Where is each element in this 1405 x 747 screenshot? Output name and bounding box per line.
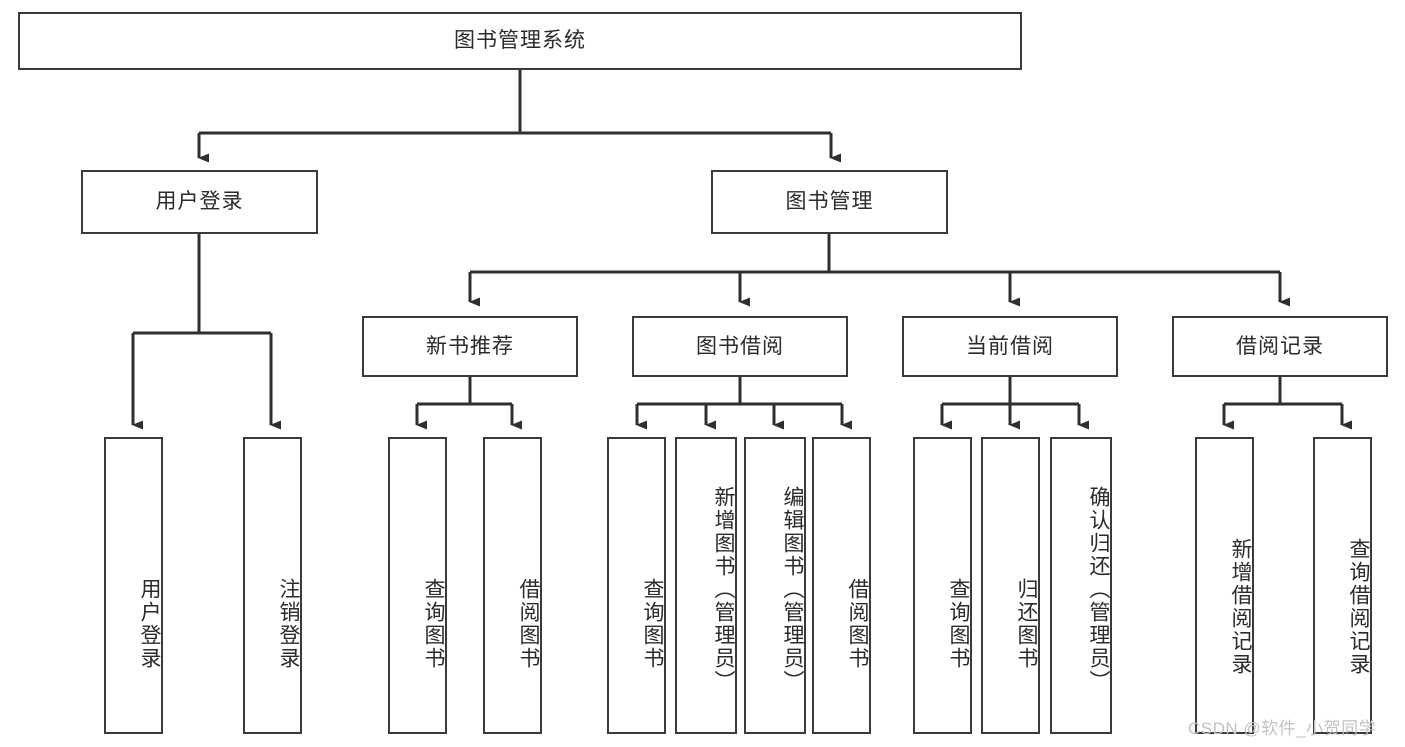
node-label: 借阅图书 <box>846 577 869 670</box>
node-leaf-user-logout[interactable]: 注销登录 <box>243 437 302 734</box>
node-new-book-recommend[interactable]: 新书推荐 <box>362 316 578 377</box>
node-book-borrow[interactable]: 图书借阅 <box>632 316 848 377</box>
node-label: 借阅图书 <box>517 577 540 670</box>
node-leaf-user-login[interactable]: 用户登录 <box>104 437 163 734</box>
node-leaf-confirm-return[interactable]: 确认归还（管理员） <box>1050 437 1112 734</box>
node-label: 新书推荐 <box>426 334 514 358</box>
node-label: 编辑图书（管理员） <box>781 486 804 693</box>
node-label: 图书管理系统 <box>454 29 586 53</box>
node-current-borrow[interactable]: 当前借阅 <box>902 316 1118 377</box>
node-leaf-query-record[interactable]: 查询借阅记录 <box>1313 437 1372 734</box>
node-label: 注销登录 <box>277 577 300 670</box>
node-label: 图书借阅 <box>696 334 784 358</box>
node-label: 图书管理 <box>785 190 874 214</box>
node-leaf-borrow-book-2[interactable]: 借阅图书 <box>812 437 871 734</box>
node-leaf-query-book-3[interactable]: 查询图书 <box>913 437 972 734</box>
node-label: 当前借阅 <box>966 334 1054 358</box>
node-label: 借阅记录 <box>1236 334 1324 358</box>
node-label: 查询图书 <box>641 577 664 670</box>
node-user-login[interactable]: 用户登录 <box>81 170 318 234</box>
node-leaf-add-book[interactable]: 新增图书（管理员） <box>675 437 737 734</box>
node-label: 确认归还（管理员） <box>1087 486 1110 693</box>
node-label: 用户登录 <box>138 577 161 670</box>
node-label: 归还图书 <box>1015 577 1038 670</box>
node-label: 新增图书（管理员） <box>712 486 735 693</box>
node-borrow-record[interactable]: 借阅记录 <box>1172 316 1388 377</box>
node-label: 查询借阅记录 <box>1347 537 1370 676</box>
node-leaf-borrow-book-1[interactable]: 借阅图书 <box>483 437 542 734</box>
node-leaf-query-book-1[interactable]: 查询图书 <box>388 437 447 734</box>
node-label: 查询图书 <box>422 577 445 670</box>
node-leaf-add-record[interactable]: 新增借阅记录 <box>1195 437 1254 734</box>
node-leaf-query-book-2[interactable]: 查询图书 <box>607 437 666 734</box>
node-root-system[interactable]: 图书管理系统 <box>18 12 1022 70</box>
node-leaf-edit-book[interactable]: 编辑图书（管理员） <box>744 437 806 734</box>
node-label: 查询图书 <box>947 577 970 670</box>
node-label: 用户登录 <box>155 190 244 214</box>
watermark-text: CSDN @软件_小贺同学 <box>1188 719 1377 738</box>
node-leaf-return-book[interactable]: 归还图书 <box>981 437 1040 734</box>
node-label: 新增借阅记录 <box>1229 537 1252 676</box>
node-book-manage[interactable]: 图书管理 <box>711 170 948 234</box>
